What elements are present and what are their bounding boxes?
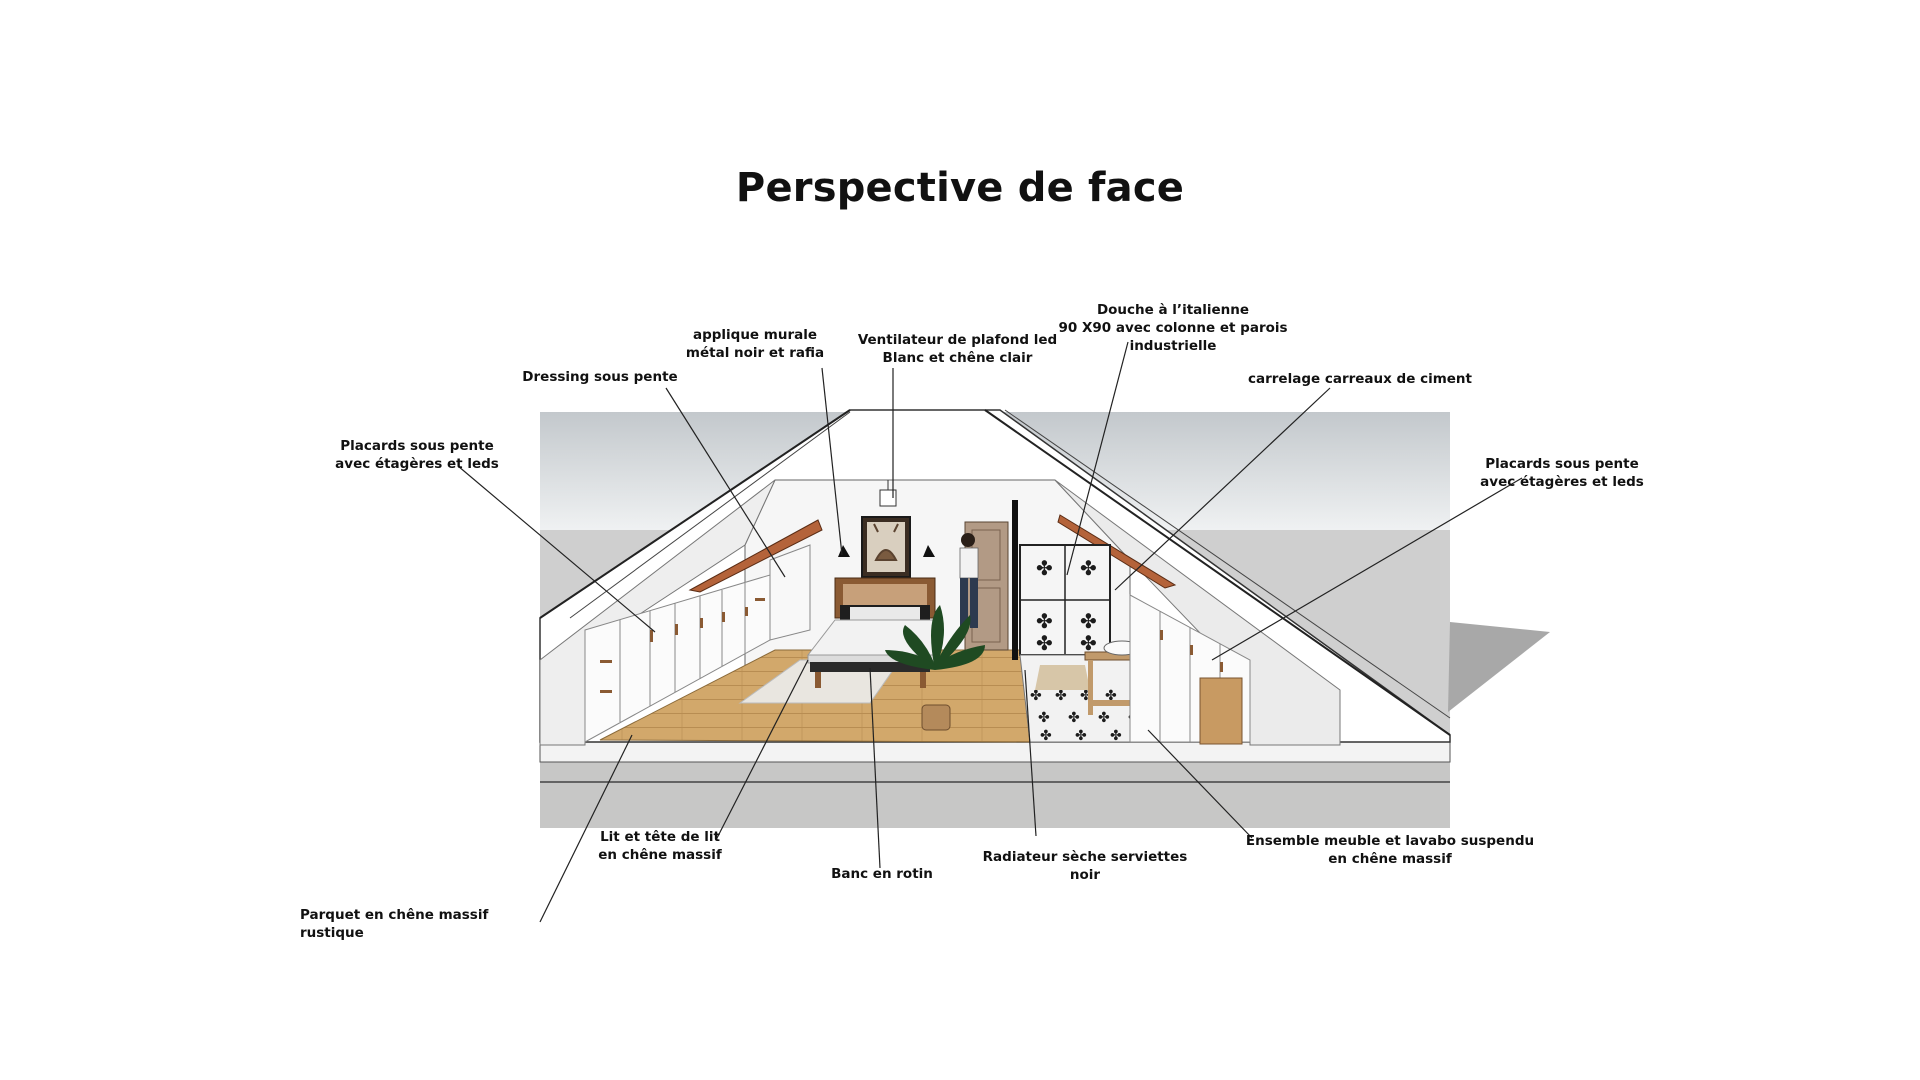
svg-text:✤: ✤ (1055, 688, 1067, 704)
svg-text:✤: ✤ (1038, 710, 1050, 726)
svg-text:✤: ✤ (1036, 631, 1053, 655)
cupboard-handles-right (1160, 630, 1223, 672)
svg-text:✤: ✤ (1068, 710, 1080, 726)
svg-text:✤: ✤ (1036, 556, 1053, 580)
skylight-right (1057, 514, 1177, 589)
palm-plant (885, 605, 985, 670)
neighbour-roof (1448, 622, 1550, 712)
label-dressing: Dressing sous pente (522, 369, 678, 385)
person (959, 533, 979, 628)
skylight-left (688, 519, 823, 593)
shower-wall-tiles: ✤✤ ✤✤ ✤✤ (1036, 556, 1097, 655)
label-banc: Banc en rotin (831, 866, 933, 882)
cupboard-handles (600, 598, 765, 693)
shower-glass (1012, 500, 1018, 660)
label-meuble: Ensemble meuble et lavabo suspendu en ch… (1245, 833, 1535, 867)
svg-text:✤: ✤ (1080, 631, 1097, 655)
wall-lamp-right (923, 545, 935, 557)
label-ventilateur: Ventilateur de plafond led Blanc et chên… (857, 332, 1058, 366)
wall-lamp-left (838, 545, 850, 557)
laundry-basket (1199, 677, 1243, 745)
page-title: Perspective de face (735, 165, 1185, 211)
foundation (540, 760, 1450, 828)
svg-text:✤: ✤ (1110, 728, 1122, 744)
rattan-bench (810, 662, 930, 688)
svg-text:✤: ✤ (1080, 556, 1097, 580)
label-lit: Lit et tête de lit en chêne massif (598, 829, 722, 863)
label-placards-right: Placards sous pente avec étagères et led… (1480, 456, 1644, 490)
svg-text:✤: ✤ (1098, 710, 1110, 726)
label-radiateur: Radiateur sèche serviettes noir (982, 849, 1188, 883)
svg-text:✤: ✤ (1030, 688, 1042, 704)
svg-text:✤: ✤ (1036, 609, 1053, 633)
svg-text:✤: ✤ (1040, 728, 1052, 744)
plant-pot (921, 704, 951, 731)
label-placards-left: Placards sous pente avec étagères et led… (335, 438, 499, 472)
label-carrelage: carrelage carreaux de ciment (1248, 371, 1472, 387)
leader-lines (457, 341, 1523, 923)
svg-text:✤: ✤ (1075, 728, 1087, 744)
label-douche: Douche à l’italienne 90 X90 avec colonne… (1058, 302, 1288, 354)
dressing (769, 544, 811, 641)
svg-text:✤: ✤ (1080, 609, 1097, 633)
label-applique: applique murale métal noir et rafia (685, 327, 825, 361)
label-parquet: Parquet en chêne massif rustique (300, 907, 489, 941)
bath-mat (1035, 665, 1090, 690)
bed (806, 577, 936, 664)
ceiling-fan (879, 489, 897, 507)
